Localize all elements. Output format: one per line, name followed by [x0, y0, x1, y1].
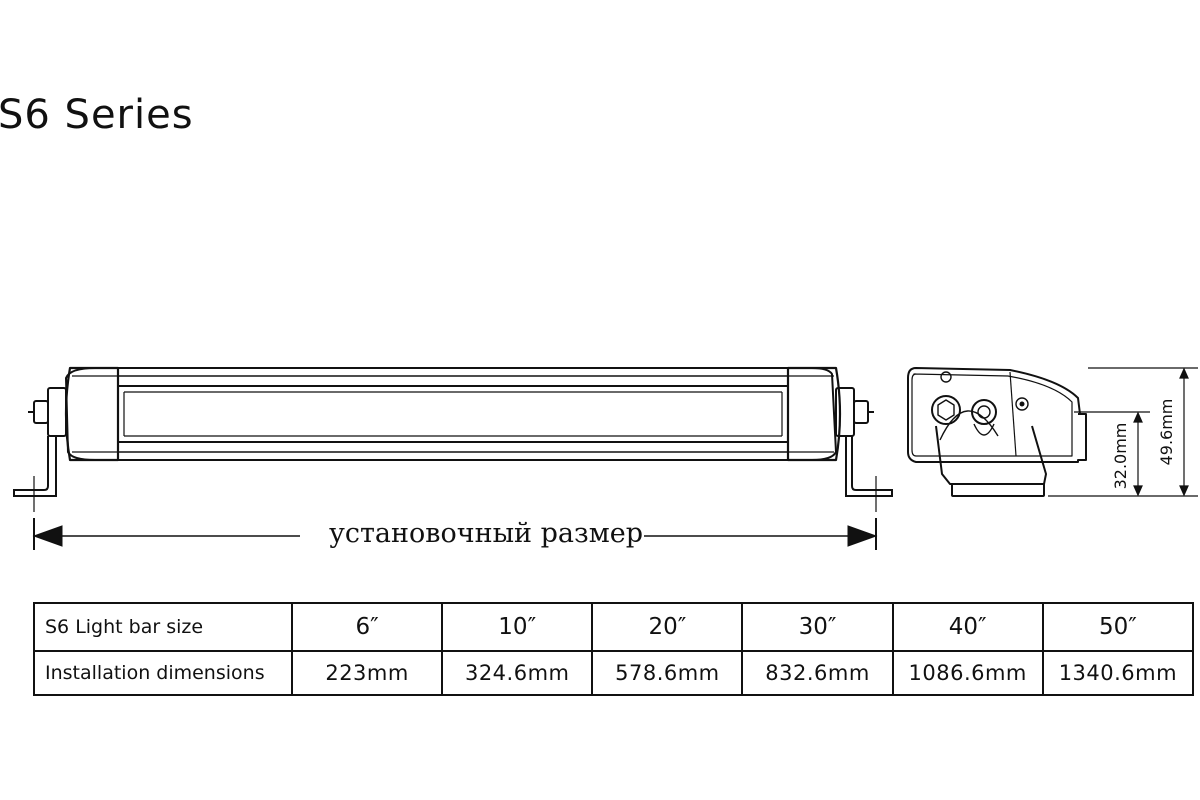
left-end-cap [64, 366, 120, 462]
left-arrow-icon [32, 525, 63, 547]
screw-icon-2 [1015, 397, 1029, 411]
right-mounting-bracket [835, 387, 893, 512]
size-cell: 30″ [741, 602, 894, 652]
size-cell: 6″ [290, 602, 444, 652]
right-end-cap [786, 366, 842, 462]
left-mounting-bracket [13, 387, 67, 512]
installation-dimension-label: установочный размер [329, 518, 643, 549]
dimension-cell: 578.6mm [591, 649, 744, 697]
inner-height-label: 32.0mm [1111, 423, 1130, 490]
total-height-label: 49.6mm [1157, 399, 1176, 466]
size-dimension-table: S6 Light bar size 6″ 10″ 20″ 30″ 40″ 50″… [33, 602, 1195, 697]
dimension-row-header: Installation dimensions [33, 649, 293, 697]
dimension-cell: 223mm [290, 649, 444, 697]
page-title: S6 Series [0, 92, 194, 138]
light-bar-front-view [64, 366, 842, 462]
right-arrow-icon [847, 525, 878, 547]
dimension-cell: 832.6mm [741, 649, 894, 697]
dimension-cell: 324.6mm [441, 649, 594, 697]
table-row: Installation dimensions 223mm 324.6mm 57… [33, 649, 1195, 697]
pivot-bolt-icon [971, 399, 997, 425]
dimension-cell: 1086.6mm [891, 649, 1044, 697]
dimension-cell: 1340.6mm [1041, 649, 1195, 697]
table-row: S6 Light bar size 6″ 10″ 20″ 30″ 40″ 50″ [33, 602, 1195, 652]
size-cell: 40″ [891, 602, 1044, 652]
light-bar-side-view [907, 367, 1087, 497]
size-cell: 20″ [591, 602, 744, 652]
size-cell: 50″ [1041, 602, 1195, 652]
size-cell: 10″ [441, 602, 594, 652]
screw-icon [940, 371, 952, 383]
size-row-header: S6 Light bar size [33, 602, 293, 652]
technical-drawing: установочный размер 32.0mm 49.6 [13, 366, 1198, 550]
installation-dimension-line [32, 518, 878, 550]
side-view-dimension-lines [1048, 367, 1198, 497]
hex-bolt-icon [931, 395, 961, 425]
